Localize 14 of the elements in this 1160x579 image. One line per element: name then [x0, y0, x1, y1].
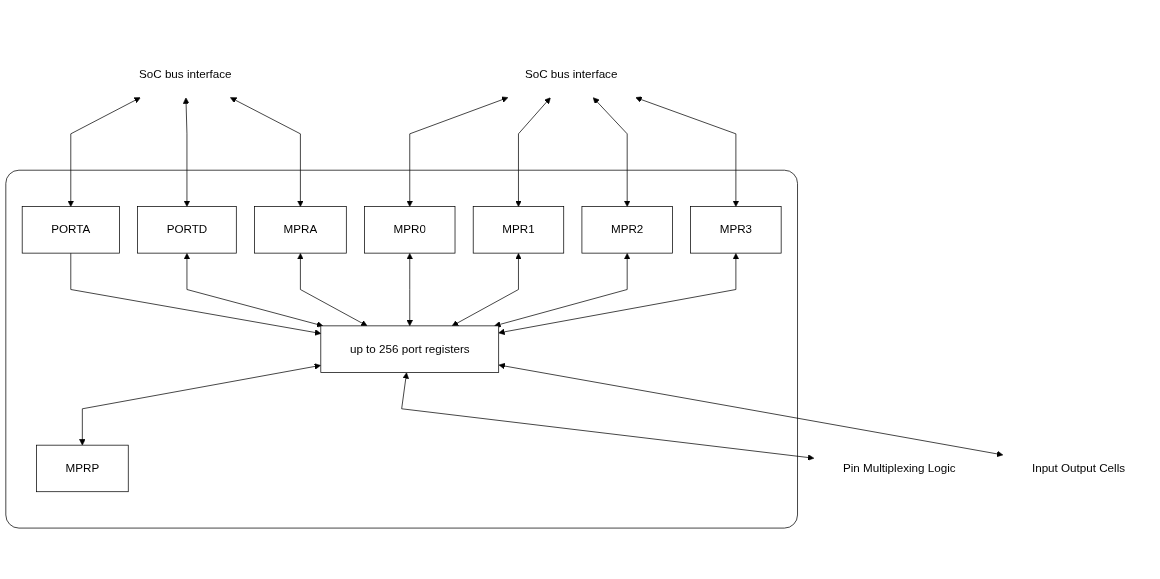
node-box: MPRA	[254, 206, 347, 254]
node-box: PORTA	[21, 206, 120, 254]
node-text: Input Output Cells	[1031, 461, 1126, 475]
node-box: MPRP	[36, 444, 129, 493]
node-text: Pin Multiplexing Logic	[842, 461, 956, 475]
node-box: MPR2	[581, 206, 673, 254]
node-box: PORTD	[137, 206, 237, 254]
cluster	[5, 169, 798, 529]
node-box: MPR3	[690, 206, 782, 254]
node-box: up to 256 port registers	[320, 325, 500, 373]
node-box: MPR0	[364, 206, 456, 254]
node-box: MPR1	[472, 206, 565, 254]
node-text: SoC bus interface	[524, 67, 618, 81]
node-text: SoC bus interface	[139, 67, 232, 81]
